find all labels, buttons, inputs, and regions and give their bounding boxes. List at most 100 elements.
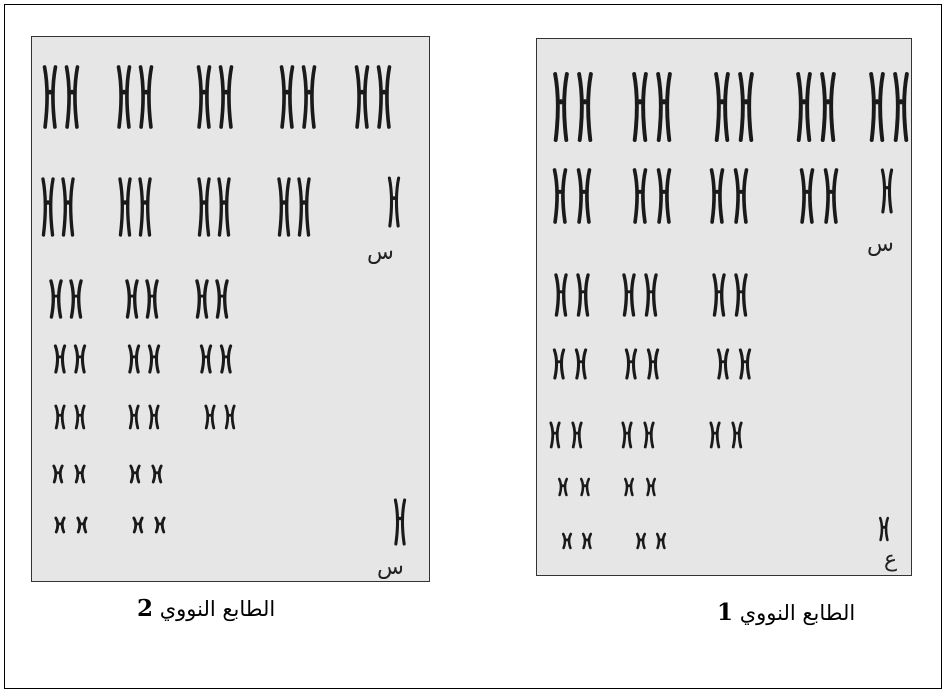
karyotype-1-row3-pair1-b-chromosome xyxy=(578,275,588,315)
karyotype-2-row5-pair2-b-chromosome xyxy=(150,406,158,428)
karyotype-2-row2-pair2-b-chromosome xyxy=(140,179,150,235)
karyotype-2-row6-pair2-a-chromosome xyxy=(131,466,139,482)
karyotype-2-row3-pair2-a-chromosome xyxy=(127,281,137,317)
karyotype-1-row3-pair2-b-chromosome xyxy=(646,275,656,315)
karyotype-2-panel: س س xyxy=(31,36,430,582)
karyotype-2-row4-pair1-b-chromosome xyxy=(75,346,84,372)
karyotype-1-row5-pair1-b-chromosome xyxy=(573,423,581,447)
karyotype-2-row1-pair5-a-chromosome xyxy=(357,67,368,127)
karyotype-1-row3-pair1-a-chromosome xyxy=(556,275,566,315)
karyotype-2-row7-pair1-b-chromosome xyxy=(78,518,86,532)
karyotype-2-row2-pair4-b-chromosome xyxy=(299,179,309,235)
karyotype-1-row4-pair2-b-chromosome xyxy=(648,350,657,378)
karyotype-2-row2-pair2-a-chromosome xyxy=(120,179,130,235)
karyotype-1-row2-pair3-a-chromosome xyxy=(712,170,723,222)
karyotype-2-row3-pair1-a-chromosome xyxy=(51,281,61,317)
karyotype-1-row4-pair3-b-chromosome xyxy=(740,350,749,378)
karyotype-2-row5-pair3-b-chromosome xyxy=(226,406,234,428)
karyotype-1-row5-pair2-b-chromosome xyxy=(645,423,653,447)
karyotype-2-row4-pair2-a-chromosome xyxy=(129,346,138,372)
karyotype-1-row1-pair5-b-chromosome xyxy=(895,74,907,140)
karyotype-1-row6-pair1-b-chromosome xyxy=(581,479,589,495)
karyotype-1-row7-pair1-b-chromosome xyxy=(583,534,591,548)
karyotype-1-row2-pair4-b-chromosome xyxy=(826,170,837,222)
karyotype-2-chromosomes xyxy=(32,37,431,583)
karyotype-2-row7-pair1-a-chromosome xyxy=(56,518,64,532)
karyotype-2-row2-sex-chromosome-1 xyxy=(389,178,398,226)
karyotype-2-row3-pair3-b-chromosome xyxy=(217,281,227,317)
karyotype-1-row7-pair1-a-chromosome xyxy=(563,534,571,548)
karyotype-2-row4-pair3-a-chromosome xyxy=(201,346,210,372)
karyotype-1-row1-pair4-b-chromosome xyxy=(822,74,834,140)
karyotype-1-row1-pair1-a-chromosome xyxy=(555,74,567,140)
karyotype-1-row7-pair2-a-chromosome xyxy=(637,534,645,548)
karyotype-1-row1-pair2-b-chromosome xyxy=(658,74,670,140)
karyotype-1-row1-pair3-b-chromosome xyxy=(740,74,752,140)
karyotype-2-caption-text: الطابع النووي xyxy=(160,597,276,621)
karyotype-2-row5-pair1-b-chromosome xyxy=(76,406,84,428)
karyotype-1-row5-pair1-a-chromosome xyxy=(551,423,559,447)
karyotype-2-row6-pair1-a-chromosome xyxy=(54,466,62,482)
karyotype-2-row1-pair4-a-chromosome xyxy=(282,67,293,127)
karyotype-1-row6-pair1-a-chromosome xyxy=(559,479,567,495)
karyotype-1-row7-pair2-b-chromosome xyxy=(657,534,665,548)
karyotype-2-row1-pair4-b-chromosome xyxy=(304,67,315,127)
karyotype-1-row3-pair2-a-chromosome xyxy=(624,275,634,315)
karyotype-1-row5-pair2-a-chromosome xyxy=(623,423,631,447)
karyotype-1-panel: س ع xyxy=(536,38,912,576)
karyotype-1-row2-pair4-a-chromosome xyxy=(802,170,813,222)
karyotype-2-row3-pair3-a-chromosome xyxy=(197,281,207,317)
karyotype-1-row2-pair1-a-chromosome xyxy=(555,170,566,222)
karyotype-1-chromosomes xyxy=(537,39,913,577)
karyotype-2-row2-pair3-a-chromosome xyxy=(199,179,209,235)
karyotype-1-caption-text: الطابع النووي xyxy=(740,601,856,625)
karyotype-2-row7-pair2-b-chromosome xyxy=(156,518,164,532)
karyotype-1-row4-pair2-a-chromosome xyxy=(626,350,635,378)
karyotype-1-row3-pair3-b-chromosome xyxy=(736,275,746,315)
karyotype-1-row4-pair3-a-chromosome xyxy=(718,350,727,378)
karyotype-2-row1-pair3-a-chromosome xyxy=(199,67,210,127)
karyotype-1-row2-sex-label: س xyxy=(867,234,894,256)
karyotype-1-row3-pair3-a-chromosome xyxy=(714,275,724,315)
karyotype-1-row5-pair3-b-chromosome xyxy=(733,423,741,447)
karyotype-2-row6-pair1-b-chromosome xyxy=(76,466,84,482)
karyotype-1-row1-pair4-a-chromosome xyxy=(798,74,810,140)
karyotype-2-row1-pair3-b-chromosome xyxy=(221,67,232,127)
karyotype-2-row6-pair2-b-chromosome xyxy=(153,466,161,482)
karyotype-1-row1-pair5-a-chromosome xyxy=(871,74,883,140)
karyotype-2-caption-number: 2 xyxy=(137,595,153,622)
karyotype-1-row1-pair3-a-chromosome xyxy=(716,74,728,140)
karyotype-1-row7-sex-chromosome-1 xyxy=(880,518,888,540)
karyotype-2-row4-pair2-b-chromosome xyxy=(149,346,158,372)
karyotype-1-row6-pair2-b-chromosome xyxy=(647,479,655,495)
karyotype-2-row7-sex-chromosome-1 xyxy=(395,500,404,544)
karyotype-1-caption-number: 1 xyxy=(717,599,733,626)
karyotype-1-row2-pair3-b-chromosome xyxy=(736,170,747,222)
figure-frame: س س س ع الطابع النووي 2 الطابع النووي 1 xyxy=(4,4,942,689)
karyotype-2-row1-pair1-a-chromosome xyxy=(45,67,56,127)
karyotype-1-row4-pair1-a-chromosome xyxy=(554,350,563,378)
karyotype-1-row2-pair2-a-chromosome xyxy=(635,170,646,222)
karyotype-2-row5-pair1-a-chromosome xyxy=(56,406,64,428)
karyotype-2-row2-sex-label: س xyxy=(367,242,394,264)
karyotype-1-row1-pair2-a-chromosome xyxy=(634,74,646,140)
karyotype-2-row2-pair1-a-chromosome xyxy=(43,179,53,235)
karyotype-2-row4-pair1-a-chromosome xyxy=(55,346,64,372)
karyotype-2-row5-pair3-a-chromosome xyxy=(206,406,214,428)
karyotype-2-row3-pair2-b-chromosome xyxy=(147,281,157,317)
karyotype-1-row2-pair1-b-chromosome xyxy=(579,170,590,222)
karyotype-2-row1-pair2-b-chromosome xyxy=(141,67,152,127)
karyotype-1-row7-sex-label: ع xyxy=(884,549,897,571)
karyotype-2-row1-pair1-b-chromosome xyxy=(67,67,78,127)
karyotype-2-row7-sex-label: س xyxy=(377,557,404,579)
karyotype-2-row5-pair2-a-chromosome xyxy=(130,406,138,428)
karyotype-2-row3-pair1-b-chromosome xyxy=(71,281,81,317)
karyotype-2-row4-pair3-b-chromosome xyxy=(221,346,230,372)
karyotype-2-caption: الطابع النووي 2 xyxy=(137,597,275,620)
karyotype-1-row1-pair1-b-chromosome xyxy=(579,74,591,140)
karyotype-2-row2-pair1-b-chromosome xyxy=(63,179,73,235)
karyotype-2-row2-pair3-b-chromosome xyxy=(219,179,229,235)
karyotype-1-row2-pair2-b-chromosome xyxy=(659,170,670,222)
karyotype-1-row6-pair2-a-chromosome xyxy=(625,479,633,495)
karyotype-2-row7-pair2-a-chromosome xyxy=(134,518,142,532)
